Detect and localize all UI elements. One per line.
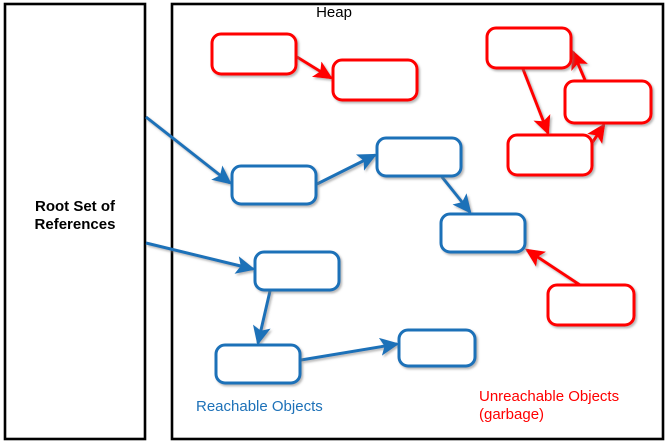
edge-root-to-b1 [145, 115, 232, 185]
edge-b2-to-b3 [440, 176, 472, 214]
root-set-panel [3, 2, 147, 441]
edge-root-to-b4 [145, 241, 256, 274]
edge-r4-to-r3 [571, 49, 588, 81]
object-node-b6 [397, 328, 477, 368]
unreachable-objects-legend: Unreachable Objects (garbage) [479, 388, 620, 423]
object-node-r1 [210, 32, 298, 76]
nodes-group [210, 26, 653, 385]
edge-r3-to-r5 [521, 68, 551, 136]
edge-b4-to-b5 [253, 290, 272, 346]
object-node-r2 [331, 58, 419, 102]
object-node-r4 [563, 79, 653, 125]
object-node-b2 [375, 136, 463, 178]
root-set-label: Root Set of References [34, 198, 116, 233]
edge-r6-to-b3 [524, 248, 581, 287]
object-node-r6 [546, 283, 636, 327]
object-node-b5 [214, 343, 302, 385]
reachable-objects-legend: Reachable Objects [196, 398, 323, 415]
edge-b5-to-b6 [300, 337, 400, 362]
edge-r5-to-r4 [587, 123, 606, 144]
edge-b1-to-b2 [316, 153, 378, 186]
edges-group [145, 49, 606, 371]
object-node-b1 [230, 164, 318, 206]
edge-r1-to-r2 [296, 55, 334, 80]
object-node-b3 [439, 212, 527, 254]
object-node-b4 [253, 250, 341, 292]
object-node-r5 [506, 133, 594, 177]
object-node-r3 [485, 26, 573, 70]
heap-title: Heap [316, 4, 352, 21]
